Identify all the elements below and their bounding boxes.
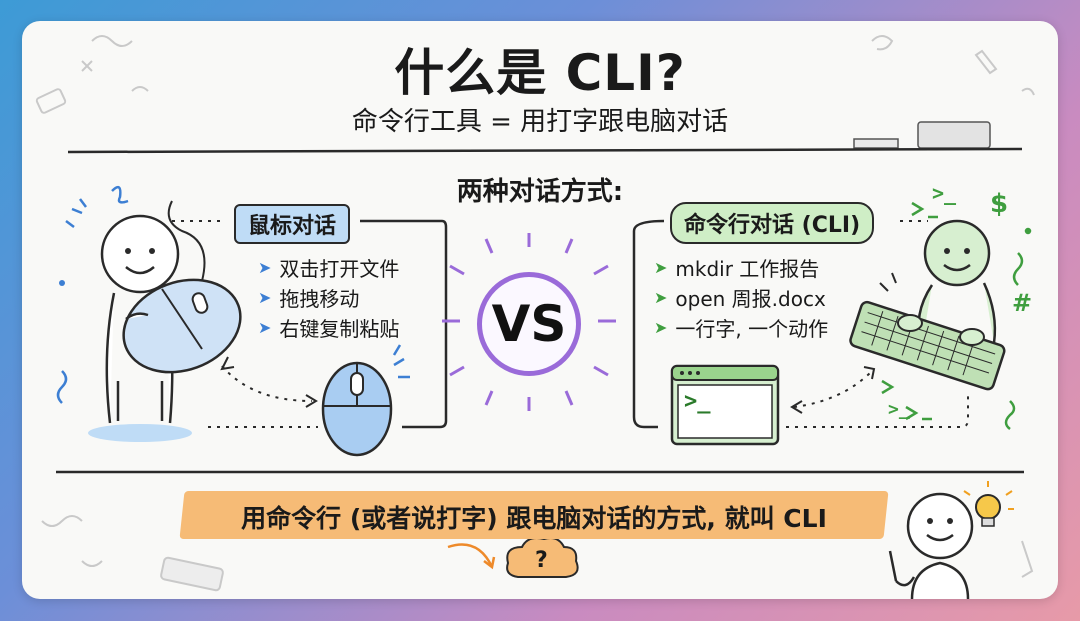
bullet-arrow-icon: ➤ (258, 287, 272, 307)
green-doodles (881, 201, 1032, 430)
bottom-left-doodles (41, 515, 224, 592)
list-item: ➤ mkdir 工作报告 (654, 252, 828, 282)
illustration-layer (35, 35, 1035, 599)
dotted-arrow-right (793, 370, 873, 408)
list-item: ➤ open 周报.docx (654, 282, 828, 312)
lightbulb-icon (975, 494, 1001, 520)
corner-doodles-top-right (871, 35, 1035, 96)
orange-arrow (447, 543, 494, 568)
list-item: ➤ 右键复制粘贴 (258, 312, 399, 342)
decor-box-small (853, 138, 899, 149)
cli-dialog-label: 命令行对话 (CLI) (670, 202, 875, 244)
list-item-label: mkdir 工作报告 (675, 256, 820, 281)
cli-actions-list: ➤ mkdir 工作报告 ➤ open 周报.docx ➤ 一行字, 一个动作 (654, 252, 828, 342)
vs-badge: VS (477, 272, 581, 376)
conclusion-text: 用命令行 (或者说打字) 跟电脑对话的方式, 就叫 CLI (241, 504, 827, 533)
dotted-arrow-left (221, 365, 313, 402)
hash-doodle: # (1012, 289, 1033, 317)
terminal-window-icon (670, 364, 780, 446)
vs-burst-lines (442, 233, 616, 411)
list-item-label: open 周报.docx (675, 286, 826, 311)
dollar-doodle: $ (990, 189, 1009, 219)
mouse-dialog-label: 鼠标对话 (234, 204, 351, 244)
person-thinking-illustration (888, 481, 1014, 599)
terminal-prompt: >_ (684, 389, 711, 414)
infographic-card: 什么是 CLI? 命令行工具 = 用打字跟电脑对话 两种对话方式: 鼠标对话 ➤… (22, 21, 1058, 599)
prompt-doodle-top: >_ (932, 181, 957, 205)
list-item: ➤ 拖拽移动 (258, 282, 399, 312)
bullet-arrow-icon: ➤ (654, 287, 668, 307)
section-heading: 两种对话方式: (456, 177, 624, 207)
mouse-icon (321, 344, 410, 457)
list-item: ➤ 双击打开文件 (258, 252, 399, 282)
right-bracket-line (632, 219, 665, 429)
list-item-label: 右键复制粘贴 (279, 316, 400, 341)
shadow (88, 424, 192, 442)
bullet-arrow-icon: ➤ (258, 257, 272, 277)
keyboard (849, 300, 1006, 391)
bullet-arrow-icon: ➤ (654, 317, 668, 337)
person-with-mouse-illustration (56, 185, 242, 442)
page-subtitle: 命令行工具 = 用打字跟电脑对话 (351, 107, 729, 137)
dotted-base-right (786, 391, 969, 428)
bullet-arrow-icon: ➤ (258, 317, 272, 337)
paperclip-icon (1021, 540, 1034, 578)
list-item-label: 一行字, 一个动作 (675, 316, 829, 341)
bullet-arrow-icon: ➤ (654, 257, 668, 277)
left-bracket-line (360, 219, 448, 429)
top-divider (67, 147, 1023, 154)
list-item: ➤ 一行字, 一个动作 (654, 312, 828, 342)
big-mouse (122, 278, 242, 374)
head (100, 214, 180, 294)
question-mark: ? (535, 548, 548, 573)
prompt-doodle-bottom: >_ (888, 399, 910, 420)
corner-doodles-top-left (35, 35, 149, 114)
list-item-label: 拖拽移动 (279, 286, 360, 311)
page-title: 什么是 CLI? (394, 44, 686, 102)
list-item-label: 双击打开文件 (279, 256, 400, 281)
mouse-actions-list: ➤ 双击打开文件 ➤ 拖拽移动 ➤ 右键复制粘贴 (258, 252, 399, 342)
person-with-keyboard-illustration (849, 219, 1006, 391)
